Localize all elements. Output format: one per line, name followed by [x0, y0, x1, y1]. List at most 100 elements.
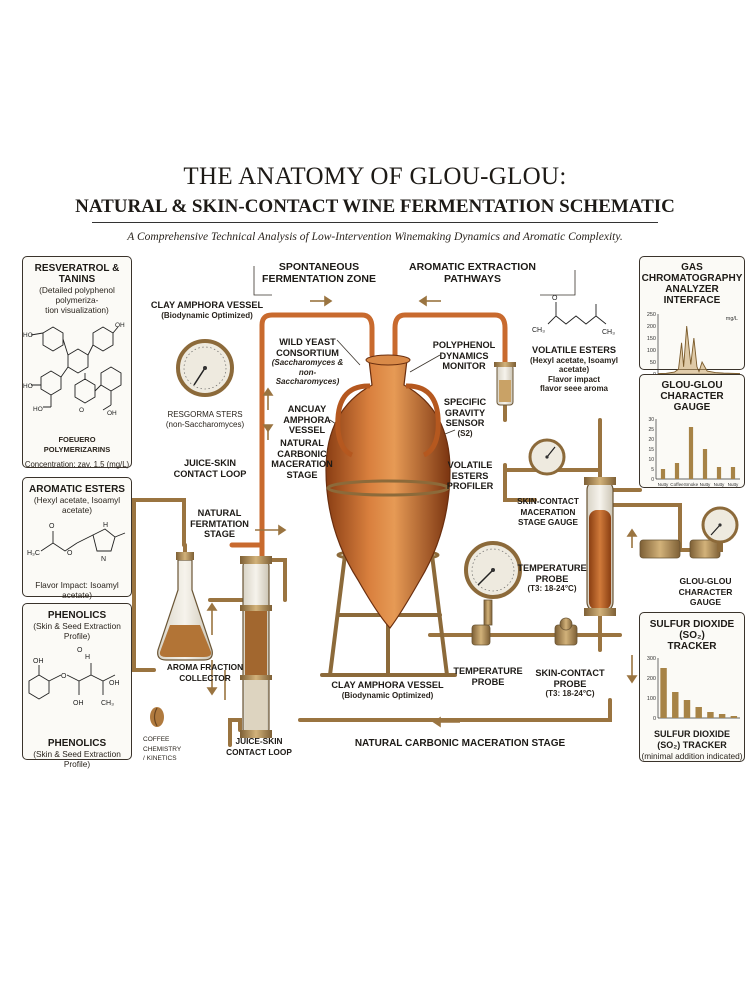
label-wild-2: CONSORTIUM — [276, 347, 339, 358]
label-aromatic-1: AROMATIC EXTRACTION — [409, 261, 536, 273]
label-scm-3: STAGE GAUGE — [518, 518, 578, 527]
label-ncm-2: CARBONIC — [277, 448, 327, 459]
pressure-gauge-right — [701, 506, 739, 552]
resveratrol-sub-2: tion visualization) — [45, 305, 109, 315]
so2-y-tick: 300 — [647, 656, 656, 662]
so2-y-tick: 200 — [647, 676, 656, 682]
label-jsl-1: JUICE-SKIN — [235, 736, 283, 746]
label-clay-bottom-sub: (Biodynamic Optimized) — [341, 690, 434, 700]
erlenmeyer-flask — [157, 552, 213, 661]
svg-text:OH: OH — [109, 680, 120, 687]
label-aromatic-2: PATHWAYS — [444, 273, 501, 285]
svg-text:CH₃: CH₃ — [101, 700, 114, 707]
label-scm-1: SKIN-CONTACT — [517, 497, 579, 506]
label-flavor-1: Flavor impact — [547, 374, 600, 384]
label-temp-3: (T3: 18-24°C) — [527, 584, 577, 593]
label-aroma-2: COLLECTOR — [179, 672, 231, 683]
label-tp-1: TEMPERATURE — [453, 666, 523, 676]
label-spontaneous-1: SPONTANEOUS — [278, 261, 360, 273]
char-y-tick: 0 — [651, 477, 654, 483]
label-volatile-esters: VOLATILE ESTERS (Hexyl acetate, Isoamyl … — [520, 345, 628, 394]
gc-series-line — [657, 325, 741, 374]
label-tp-2: PROBE — [471, 676, 505, 687]
svg-text:CH₃: CH₃ — [532, 327, 545, 334]
sulfur-cap-1: SULFUR DIOXIDE — [653, 729, 730, 739]
char-bar — [674, 463, 680, 479]
label-clay-top-sub: (Biodynamic Optimized) — [161, 310, 253, 320]
polymer-caption-2: POLYMERIZARINS — [43, 445, 111, 454]
label-temperature-probe: TEMPERATURE PROBE (T3: 18-24°C) — [517, 563, 587, 594]
label-flavor-2: flavor seee aroma — [539, 384, 609, 393]
label-jsl-2: CONTACT LOOP — [226, 746, 292, 757]
label-clay-bottom-1: CLAY AMPHORA VESSEL — [331, 680, 444, 690]
main-subtitle: NATURAL & SKIN-CONTACT WINE FERMENTATION… — [75, 196, 675, 217]
label-ncm-4: STAGE — [286, 469, 318, 480]
concentration-readout: Concentration: zav. 1.5 (mg/L) — [24, 460, 130, 469]
svg-text:N: N — [101, 556, 106, 563]
gc-title-1: GAS CHROMATOGRAPHY — [641, 262, 743, 284]
label-scp-3: (T3: 18-24°C) — [545, 689, 595, 698]
char-y-tick: 15 — [648, 447, 654, 453]
label-ancuay-2: AMPHORA — [283, 414, 331, 425]
label-gauge1-1: RESGORMA STERS — [167, 410, 243, 419]
gc-panel: GAS CHROMATOGRAPHY ANALYZER INTERFACE 25… — [639, 256, 745, 383]
label-poly-2: DYNAMICS — [439, 350, 489, 361]
phenolics-title: PHENOLICS — [47, 610, 107, 621]
so2-bar — [695, 707, 702, 718]
label-scp-2: PROBE — [553, 678, 587, 689]
char-category: Nutty — [728, 482, 739, 487]
label-spontaneous-2: FERMENTATION ZONE — [262, 273, 376, 285]
coffee-bean-logo — [150, 707, 164, 727]
phenolics-sub-2: (Skin & Seed Extraction Profile) — [33, 749, 121, 769]
label-spontaneous: SPONTANEOUS FERMENTATION ZONE — [254, 261, 384, 285]
gc-y-tick: 200 — [647, 324, 656, 330]
label-sg-3: SENSOR — [445, 418, 485, 428]
label-poly-3: MONITOR — [442, 361, 486, 371]
pressure-gauge-skin — [528, 438, 566, 476]
label-aroma-1: AROMA FRACTION — [166, 662, 244, 672]
label-juice-skin: JUICE-SKIN CONTACT LOOP — [170, 458, 250, 479]
label-sg-1: SPECIFIC — [443, 397, 487, 407]
label-skin-probe: SKIN-CONTACT PROBE (T3: 18-24°C) — [535, 668, 605, 699]
label-volatile-sub: (Hexyl acetate, Isoamyl acetate) — [529, 355, 619, 375]
svg-text:HO: HO — [33, 406, 43, 413]
label-temp-2: PROBE — [535, 573, 569, 584]
label-vep-2: ESTERS — [451, 470, 489, 481]
svg-text:H: H — [103, 522, 108, 529]
char-category: Coffee — [670, 482, 684, 487]
label-vep-1: VOLATILE — [447, 460, 493, 470]
label-scp-1: SKIN-CONTACT — [535, 668, 605, 678]
resveratrol-title: RESVERATROL & TANINS — [34, 263, 120, 285]
label-nf-2: FERMTATION — [190, 518, 249, 529]
aromatic-esters-panel: AROMATIC ESTERS (Hexyl acetate, Isoamyl … — [22, 477, 132, 600]
logo-text-2: / KINETICS — [143, 755, 177, 762]
char-category: Smoke — [684, 482, 699, 487]
label-poly-1: POLYPHENOL — [432, 340, 496, 350]
label-temp-probe-2: TEMPERATURE PROBE — [452, 666, 524, 687]
char-category: Nutty — [658, 482, 669, 487]
char-bar — [702, 449, 708, 479]
svg-text:HO: HO — [23, 332, 33, 339]
flow-arrows — [206, 295, 638, 728]
label-bottom-stage: NATURAL CARBONIC MACERATION STAGE — [354, 738, 566, 749]
gc-y-tick: 150 — [647, 336, 656, 342]
svg-text:CH₃: CH₃ — [602, 329, 615, 336]
label-nf-3: STAGE — [204, 529, 235, 539]
sulfur-cap-3: (minimal addition indicated) — [641, 751, 743, 761]
svg-text:O: O — [61, 673, 67, 680]
char-y-tick: 30 — [648, 417, 654, 423]
sulfur-title-1: SULFUR DIOXIDE (SO₂) — [649, 619, 735, 641]
sulfur-cap-2: (SO₂) TRACKER — [657, 740, 727, 750]
so2-bar — [660, 668, 667, 718]
label-ncm-3: MACERATION — [271, 459, 333, 469]
phenolics-panel: PHENOLICS (Skin & Seed Extraction Profil… — [22, 603, 132, 769]
so2-bar — [683, 700, 691, 718]
gc-y-tick: 250 — [647, 312, 656, 318]
